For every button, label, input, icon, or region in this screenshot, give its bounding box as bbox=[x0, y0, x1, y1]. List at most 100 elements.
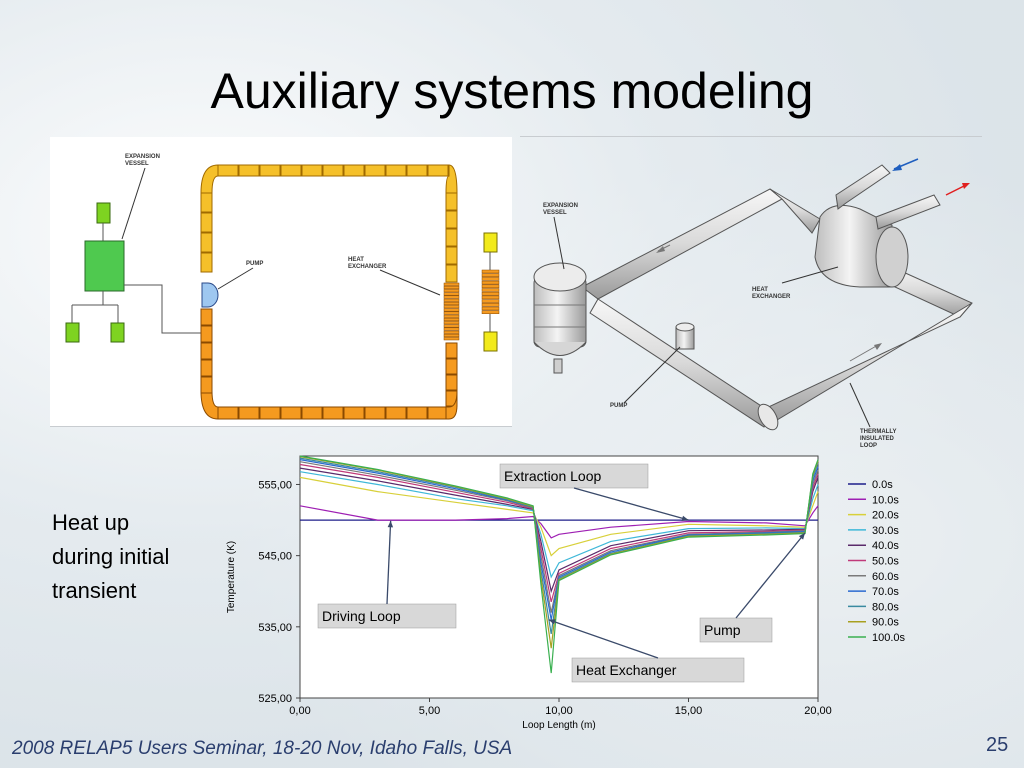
annotation-box bbox=[317, 603, 457, 629]
annotation-arrowhead bbox=[387, 520, 394, 528]
pipe-bottom-right bbox=[759, 302, 973, 424]
hx-primary-stripe bbox=[443, 311, 460, 315]
schematic-nodal-diagram: EXPANSION VESSEL PUMP HEAT EXCHANGER bbox=[50, 137, 512, 426]
hx-primary-stripe bbox=[443, 330, 460, 334]
series-line-70.0s bbox=[299, 459, 819, 620]
expansion-vessel-top bbox=[533, 262, 587, 292]
loop-segment bbox=[200, 232, 213, 253]
y-axis-label: Temperature (K) bbox=[226, 541, 237, 613]
footer-text: 2008 RELAP5 Users Seminar, 18-20 Nov, Id… bbox=[12, 738, 513, 759]
annotation-arrowhead bbox=[548, 619, 556, 625]
hx-inlet-nozzle bbox=[835, 164, 891, 210]
annotation: Pump bbox=[699, 532, 806, 643]
y-tick-label: 545,00 bbox=[258, 551, 292, 563]
loop-segment bbox=[364, 406, 386, 420]
x-tick-label: 20,00 bbox=[804, 705, 832, 717]
loop-segment bbox=[445, 358, 458, 375]
y-tick-label: 535,00 bbox=[258, 622, 292, 634]
loop-segment bbox=[238, 406, 260, 420]
hx-primary-stripe bbox=[443, 305, 460, 309]
loop-segment bbox=[217, 164, 239, 177]
label-3d-expansion-vessel-2: VESSEL bbox=[543, 210, 567, 216]
hx-secondary-stripe bbox=[481, 269, 500, 274]
loop-segment bbox=[280, 164, 302, 177]
legend-label: 50.0s bbox=[872, 556, 899, 568]
hx-secondary-stripe bbox=[481, 299, 500, 303]
loop-segment bbox=[322, 406, 344, 420]
loop-segment bbox=[280, 406, 302, 420]
hx-primary-stripe bbox=[443, 292, 460, 296]
hx-primary-stripe bbox=[443, 285, 460, 290]
loop-segment bbox=[200, 342, 213, 360]
hx-secondary-stripe bbox=[481, 288, 500, 292]
annotation-arrowhead bbox=[798, 532, 806, 540]
label-expansion-vessel-1: EXPANSION bbox=[125, 154, 160, 160]
loop-lower-segments bbox=[200, 282, 460, 420]
loop-segment bbox=[200, 192, 213, 213]
hx-secondary-stripe bbox=[481, 280, 500, 285]
side-caption: Heat up during initial transient bbox=[52, 510, 170, 603]
loop-corner bbox=[200, 390, 219, 420]
slide-title: Auxiliary systems modeling bbox=[210, 63, 814, 119]
hx-secondary-stripe bbox=[481, 306, 500, 311]
loop-3d-svg: EXPANSION VESSEL HEAT EXCHANGER PUMP THE… bbox=[533, 158, 973, 435]
annotation-label: Extraction Loop bbox=[504, 468, 601, 484]
label-3d-insulated-3: LOOP bbox=[860, 443, 878, 449]
annotation-label: Pump bbox=[704, 622, 741, 638]
loop-segment bbox=[385, 164, 407, 177]
label-heat-exchanger-2: EXCHANGER bbox=[348, 264, 387, 270]
label-3d-insulated-1: THERMALLY bbox=[860, 429, 896, 435]
loop-segment bbox=[200, 376, 213, 394]
legend-label: 70.0s bbox=[872, 586, 899, 598]
series-line-30.0s bbox=[299, 471, 819, 579]
legend-label: 60.0s bbox=[872, 571, 899, 583]
loop-segment bbox=[259, 406, 281, 420]
legend-label: 40.0s bbox=[872, 540, 899, 552]
hx-primary-stripe bbox=[443, 321, 460, 325]
annotation-arrow bbox=[735, 532, 806, 619]
legend-label: 100.0s bbox=[872, 632, 906, 644]
hx-outlet-nozzle bbox=[875, 194, 941, 230]
loop-corner bbox=[200, 164, 219, 194]
vessel-top-node bbox=[96, 202, 111, 224]
loop-segment bbox=[385, 406, 407, 420]
loop-segment bbox=[200, 212, 213, 233]
annotation-arrow bbox=[573, 487, 689, 521]
hx-primary-stripe bbox=[443, 301, 460, 306]
y-tick-label: 525,00 bbox=[258, 693, 292, 705]
hx-primary-stripe bbox=[443, 317, 460, 322]
hx-secondary-top-node bbox=[483, 232, 498, 253]
label-3d-expansion-vessel-1: EXPANSION bbox=[543, 203, 578, 209]
loop-corner bbox=[445, 390, 458, 420]
loop-segment bbox=[445, 192, 458, 211]
hx-secondary-stripe bbox=[481, 303, 500, 307]
annotation-box bbox=[499, 463, 649, 489]
annotation-arrow bbox=[548, 619, 659, 659]
divider-bottom-left bbox=[50, 426, 512, 427]
series-line-80.0s bbox=[299, 457, 819, 634]
hx-secondary-bottom-node bbox=[483, 331, 498, 352]
hx-secondary-stack bbox=[481, 269, 500, 314]
hx-primary-stripe bbox=[443, 282, 460, 286]
loop-segment bbox=[445, 228, 458, 247]
loop-3d-diagram: EXPANSION VESSEL HEAT EXCHANGER PUMP THE… bbox=[520, 137, 982, 437]
annotation-label: Heat Exchanger bbox=[576, 662, 677, 678]
label-3d-heat-exchanger-2: EXCHANGER bbox=[752, 294, 791, 300]
x-tick-label: 5,00 bbox=[419, 705, 440, 717]
loop-segment bbox=[406, 164, 428, 177]
hx-primary-stripe bbox=[443, 327, 460, 331]
heat-exchanger-cap bbox=[875, 226, 909, 288]
annotation-arrow bbox=[386, 520, 392, 605]
label-pump: PUMP bbox=[246, 261, 263, 267]
loop-segment bbox=[343, 406, 365, 420]
hx-secondary-stripe bbox=[481, 273, 500, 277]
x-tick-label: 0,00 bbox=[289, 705, 310, 717]
pipe-top-left bbox=[581, 188, 783, 300]
loop-segment bbox=[200, 325, 213, 343]
loop-segment bbox=[427, 164, 449, 177]
series-line-20.0s bbox=[299, 476, 819, 557]
divider-top-right bbox=[520, 136, 982, 137]
